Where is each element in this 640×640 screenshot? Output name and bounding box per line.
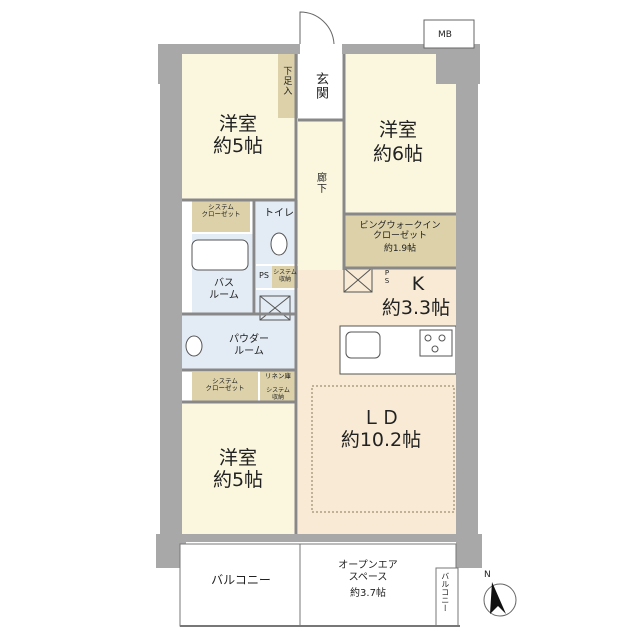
balcony-left-label: バルコニー: [211, 573, 271, 587]
ps-box-1-x2: [259, 295, 291, 321]
sys-closet-1-label: システム クローゼット: [201, 203, 241, 219]
open-air-label: オープンエア スペース: [338, 560, 398, 583]
ps1-label: PS: [259, 271, 269, 280]
toilet-bowl: [270, 232, 288, 256]
closet-2-fill: [192, 372, 258, 402]
wash-basin: [185, 335, 203, 357]
wash-fill: [256, 290, 296, 314]
room-sw-fill: [180, 402, 296, 536]
sink: [345, 331, 381, 359]
burner-1: [424, 334, 432, 342]
burner-3: [431, 345, 439, 353]
kitchen-counter: [339, 325, 457, 375]
shoe-storage-fill: [278, 52, 298, 118]
entrance-door: [299, 11, 335, 45]
bath-label: バス ルーム: [209, 278, 239, 301]
room-nw-name: 洋室: [218, 113, 257, 135]
bathtub: [191, 239, 249, 271]
room-sw-size: 約5帖: [212, 469, 264, 491]
shoe-storage-label: 下足入: [281, 66, 292, 96]
burner-2: [438, 334, 446, 342]
compass-arrow: [490, 582, 506, 614]
open-air-size: 約3.7帖: [350, 588, 386, 599]
room-sw-name: 洋室: [218, 447, 257, 469]
ps2-label: P S: [384, 269, 390, 285]
stove: [419, 329, 453, 357]
linen-label: リネン庫: [265, 372, 291, 380]
sys-storage-2-label: システム 収納: [266, 387, 290, 401]
ld-size: 約10.2帖: [340, 429, 422, 451]
balcony-right-label: バルコニー: [440, 572, 450, 612]
wic-size: 約1.9帖: [383, 244, 417, 254]
wic-name: ビングウォークイン クローゼット: [359, 221, 441, 241]
closet-1-fill: [192, 200, 250, 232]
ps-fill: [256, 266, 272, 288]
mb-label: MB: [438, 30, 452, 40]
ld-fill: [298, 268, 456, 536]
room-nw-fill: [180, 52, 296, 200]
kitchen-size: 約3.3帖: [381, 297, 451, 319]
linen-fill: [260, 370, 296, 386]
room-nw-size: 約5帖: [212, 135, 264, 157]
entrance-fill: [298, 52, 344, 120]
corridor-label: 廊下: [314, 172, 326, 194]
powder-label: パウダー ルーム: [229, 334, 269, 357]
compass-circle: [483, 583, 517, 617]
ld-dashed-outline: [311, 385, 455, 513]
mb-box: [423, 19, 475, 49]
interior-walls: [180, 52, 456, 536]
toilet-label: トイレ: [264, 208, 294, 219]
ps-box-2-x2: [343, 267, 373, 293]
outer-walls: [156, 44, 482, 568]
wic-fill: [344, 214, 456, 268]
sys-storage-1-label: システム 収納: [273, 269, 297, 283]
kitchen-name: K: [411, 273, 425, 295]
sys-storage-2-fill: [260, 386, 296, 402]
ps-box-1: [259, 295, 291, 321]
corridor-fill: [298, 120, 344, 270]
balcony-floor: [179, 543, 457, 627]
ld-name: ＬＤ: [361, 407, 400, 429]
entrance-label: 玄関: [312, 72, 328, 100]
room-ne-size: 約6帖: [372, 143, 424, 165]
room-ne-name: 洋室: [378, 119, 417, 141]
sys-storage-1-fill: [272, 266, 298, 288]
sys-closet-2-label: システム クローゼット: [205, 377, 245, 393]
compass-n-label: N: [484, 570, 491, 580]
